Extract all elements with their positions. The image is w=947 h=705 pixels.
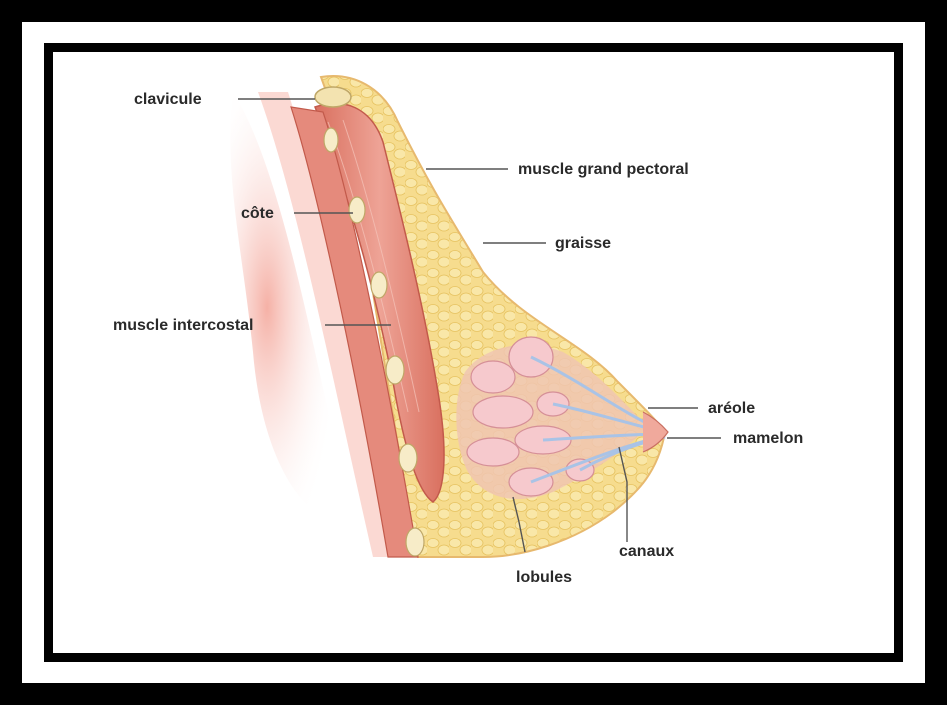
breast-anatomy-diagram: clavicule muscle grand pectoral côte gra…	[53, 52, 894, 653]
label-canaux: canaux	[619, 543, 674, 560]
label-muscle-intercostal: muscle intercostal	[113, 317, 254, 334]
clavicle-bone	[315, 87, 351, 107]
diagram-canvas: clavicule muscle grand pectoral côte gra…	[53, 52, 894, 653]
label-areole: aréole	[708, 400, 755, 417]
label-clavicule: clavicule	[134, 91, 202, 108]
label-lobules: lobules	[516, 569, 572, 586]
label-graisse: graisse	[555, 235, 611, 252]
label-mamelon: mamelon	[733, 430, 803, 447]
label-muscle-grand-pectoral: muscle grand pectoral	[518, 161, 689, 178]
label-cote: côte	[241, 205, 274, 222]
